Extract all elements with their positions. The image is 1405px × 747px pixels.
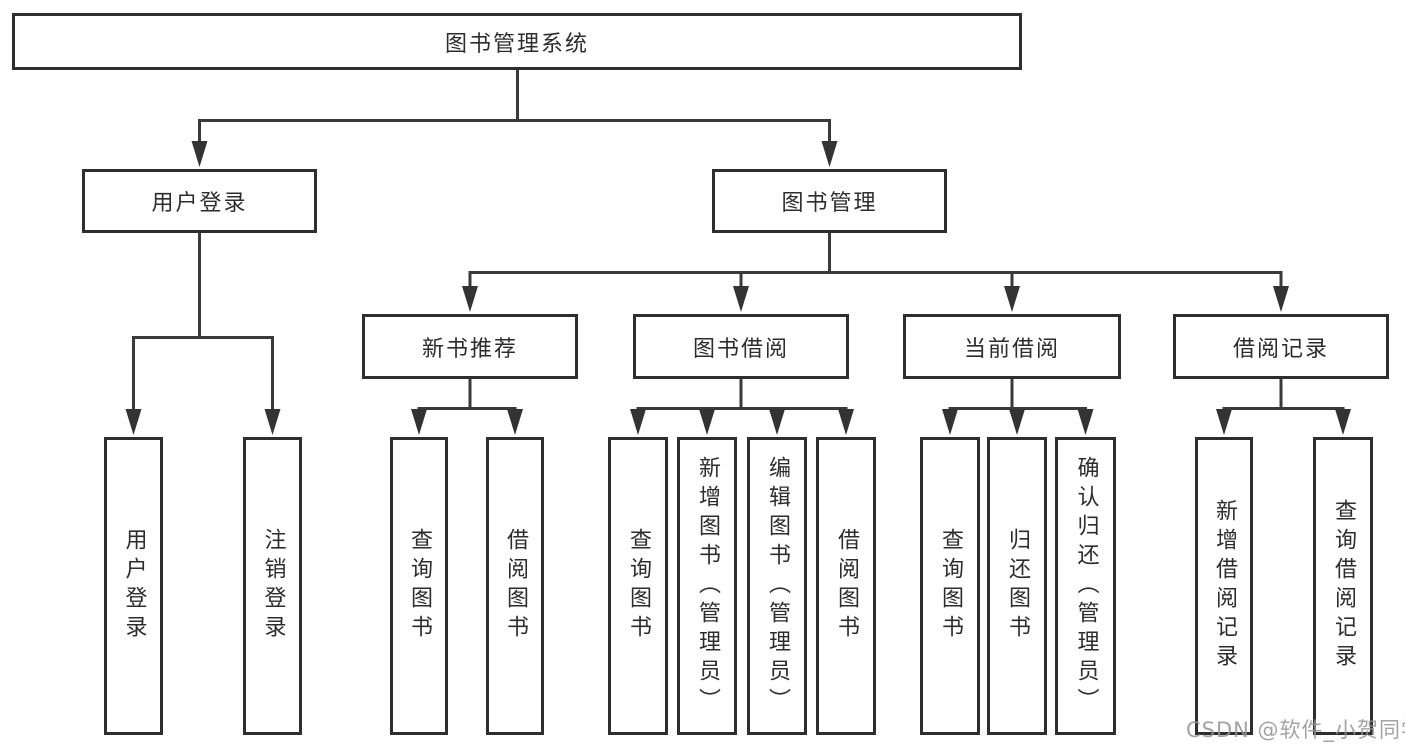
node-system-root: 图书管理系统 [12,13,1022,70]
leaf-records-query-record: 查询借阅记录 [1313,437,1373,735]
leaf-current-return-books: 归还图书 [987,437,1047,735]
connector-borrowrecords-to-leaves [1222,379,1345,412]
node-current-borrowing: 当前借阅 [903,314,1121,379]
leaf-current-query-books: 查询图书 [920,437,980,735]
csdn-watermark: CSDN @软件_小贺同学 [1186,718,1405,742]
node-new-book-recommend: 新书推荐 [362,314,578,379]
leaf-user-login: 用户登录 [104,437,163,735]
connector-newbookrec-to-leaves [417,379,517,412]
leaf-recommend-query-books: 查询图书 [390,437,448,735]
leaf-records-add-record: 新增借阅记录 [1195,437,1253,735]
connector-currentborrow-to-leaves [948,379,1087,412]
node-user-login: 用户登录 [82,169,317,233]
leaf-borrowing-query-books: 查询图书 [608,437,668,735]
node-book-management: 图书管理 [712,169,947,233]
leaf-logout: 注销登录 [243,437,302,735]
connector-bookmgmt-to-level3 [468,233,1283,288]
leaf-borrowing-borrow-books: 借阅图书 [816,437,876,735]
leaf-borrowing-edit-books-admin: 编辑图书（管理员） [747,437,807,735]
node-borrowing-records: 借阅记录 [1173,314,1389,379]
leaf-borrowing-add-books-admin: 新增图书（管理员） [677,437,737,735]
connector-userlogin-to-leaves [132,233,274,411]
node-book-borrowing: 图书借阅 [633,314,849,379]
connector-root-to-level2 [198,69,831,143]
leaf-current-confirm-return-admin: 确认归还（管理员） [1055,437,1116,735]
connector-bookborrow-to-leaves [636,379,848,412]
leaf-recommend-borrow-books: 借阅图书 [486,437,544,735]
arrowheads [125,141,1351,435]
